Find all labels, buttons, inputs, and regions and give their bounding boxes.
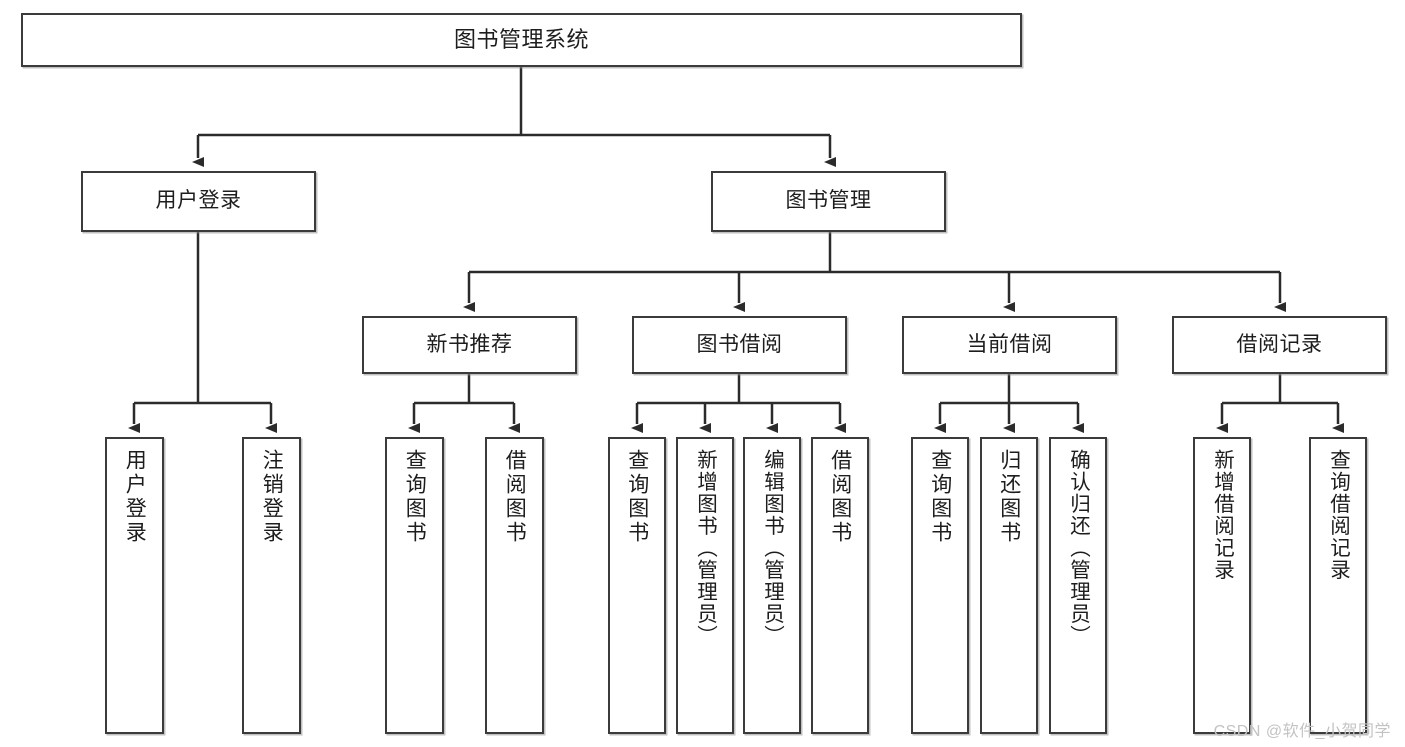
leaf-borrow-record-query[interactable]: 查询借阅记录 xyxy=(1309,437,1367,734)
node-user-login[interactable]: 用户登录 xyxy=(81,171,316,232)
leaf-current-borrow-confirm-return[interactable]: 确认归还（管理员） xyxy=(1049,437,1107,734)
node-label: 编辑图书（管理员） xyxy=(760,449,784,647)
leaf-user-login-logout[interactable]: 注销登录 xyxy=(242,437,301,734)
node-label: 新书推荐 xyxy=(426,332,513,356)
node-label: 借阅图书 xyxy=(503,449,527,545)
node-new-book-recommend[interactable]: 新书推荐 xyxy=(362,316,577,374)
leaf-current-borrow-return[interactable]: 归还图书 xyxy=(980,437,1038,734)
leaf-new-book-query[interactable]: 查询图书 xyxy=(385,437,444,734)
node-label: 借阅图书 xyxy=(828,449,852,545)
node-label: 查询图书 xyxy=(403,449,427,545)
csdn-watermark: CSDN @软件_小贺同学 xyxy=(1213,723,1391,740)
node-book-management[interactable]: 图书管理 xyxy=(711,171,946,232)
node-borrow-record[interactable]: 借阅记录 xyxy=(1172,316,1387,374)
node-label: 当前借阅 xyxy=(966,332,1053,356)
leaf-book-borrow-add[interactable]: 新增图书（管理员） xyxy=(676,437,734,734)
node-label: 注销登录 xyxy=(260,449,284,545)
leaf-current-borrow-query[interactable]: 查询图书 xyxy=(911,437,969,734)
leaf-user-login-login[interactable]: 用户登录 xyxy=(105,437,164,734)
leaf-book-borrow-borrow[interactable]: 借阅图书 xyxy=(811,437,869,734)
node-label: 图书管理 xyxy=(785,189,872,213)
leaf-new-book-borrow[interactable]: 借阅图书 xyxy=(485,437,544,734)
node-label: 借阅记录 xyxy=(1236,332,1323,356)
node-label: 图书管理系统 xyxy=(453,27,589,53)
node-label: 归还图书 xyxy=(997,449,1021,545)
node-label: 图书借阅 xyxy=(696,332,783,356)
node-label: 确认归还（管理员） xyxy=(1066,449,1090,647)
node-current-borrow[interactable]: 当前借阅 xyxy=(902,316,1117,374)
node-label: 查询图书 xyxy=(928,449,952,545)
node-label: 用户登录 xyxy=(123,449,147,545)
node-label: 新增图书（管理员） xyxy=(693,449,717,647)
node-book-borrow[interactable]: 图书借阅 xyxy=(632,316,847,374)
node-label: 新增借阅记录 xyxy=(1210,449,1234,581)
leaf-book-borrow-edit[interactable]: 编辑图书（管理员） xyxy=(743,437,801,734)
node-label: 用户登录 xyxy=(155,189,242,213)
leaf-borrow-record-add[interactable]: 新增借阅记录 xyxy=(1193,437,1251,734)
node-label: 查询图书 xyxy=(625,449,649,545)
node-root-library-system[interactable]: 图书管理系统 xyxy=(21,13,1022,67)
leaf-book-borrow-query[interactable]: 查询图书 xyxy=(608,437,666,734)
node-label: 查询借阅记录 xyxy=(1326,449,1350,581)
